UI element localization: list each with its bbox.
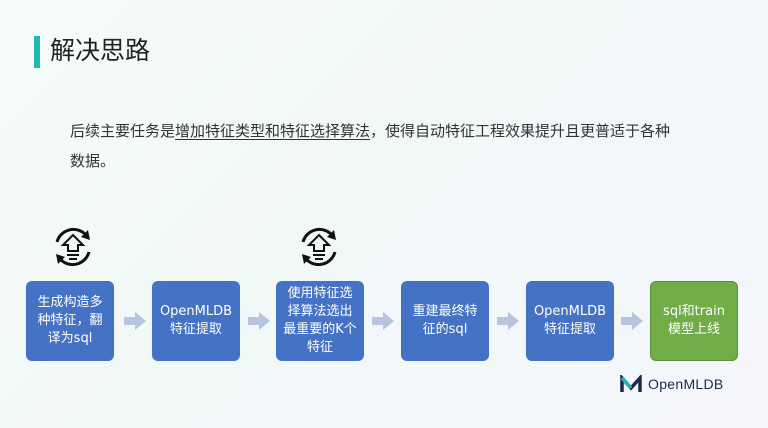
description: 后续主要任务是增加特征类型和特征选择算法，使得自动特征工程效果提升且更普适于各种… — [70, 116, 680, 176]
description-part1: 后续主要任务是 — [70, 122, 176, 140]
cycle-upload-icon — [55, 227, 91, 267]
arrow-right-icon — [497, 312, 519, 330]
step-openmldb-extract-1: OpenMLDB特征提取 — [152, 281, 240, 361]
arrow-right-icon — [372, 312, 394, 330]
step-generate-features: 生成构造多种特征，翻译为sql — [26, 281, 114, 361]
arrow-right-icon — [124, 312, 146, 330]
step-deploy: sql和train模型上线 — [650, 281, 738, 361]
step-openmldb-extract-2: OpenMLDB特征提取 — [526, 281, 614, 361]
step-feature-selection: 使用特征选择算法选出最重要的K个特征 — [276, 281, 364, 361]
arrow-right-icon — [248, 312, 270, 330]
page-title: 解决思路 — [50, 36, 151, 65]
title-accent-bar — [34, 36, 40, 68]
arrow-right-icon — [621, 312, 643, 330]
step-rebuild-sql: 重建最终特征的sql — [401, 281, 489, 361]
logo-text: OpenMLDB — [648, 376, 724, 392]
description-underlined: 增加特征类型和特征选择算法 — [175, 122, 371, 140]
cycle-upload-icon — [301, 227, 337, 267]
openmldb-logo-icon — [620, 375, 642, 392]
description-part2: ，使得自动特征工程效果提升且更普适于各种数据。 — [70, 122, 671, 170]
openmldb-logo: OpenMLDB — [620, 374, 724, 394]
